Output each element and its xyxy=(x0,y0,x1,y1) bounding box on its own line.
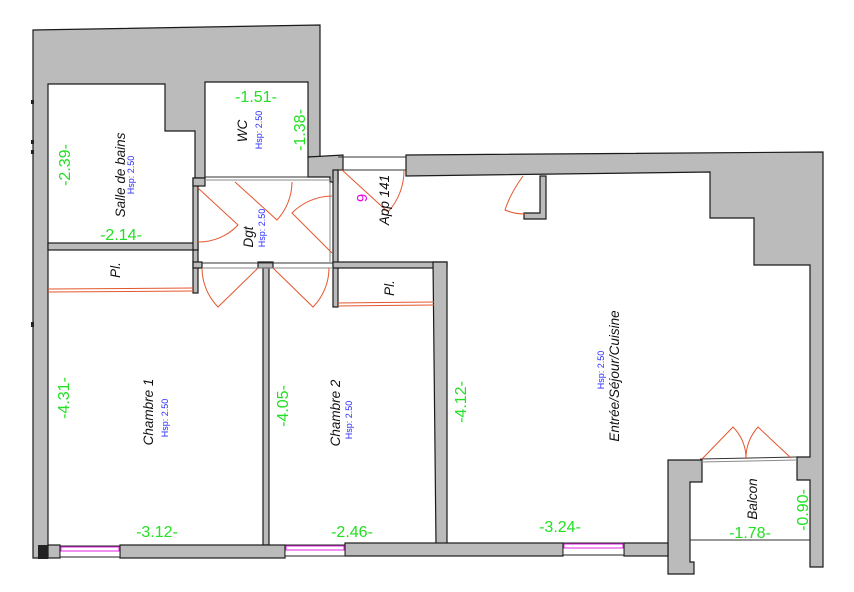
door-swing-wc xyxy=(234,181,293,221)
dimension-balcon-width: -1.78- xyxy=(729,525,771,542)
windows xyxy=(59,542,625,558)
wall-dgt-corner xyxy=(192,177,206,187)
tick-mark xyxy=(38,545,48,559)
room-name-sejour: Entrée/Séjour/Cuisine xyxy=(607,310,622,441)
wall-placard1-right xyxy=(192,249,199,294)
hsp-wc: Hsp: 2.50 xyxy=(254,111,264,150)
room-name-placard1: Pl. xyxy=(108,262,123,278)
window-chambre1 xyxy=(59,545,121,558)
dimension-balcon-depth: -0.90- xyxy=(795,489,812,531)
dimension-sdb-depth: -2.39- xyxy=(57,144,74,186)
wall-placard2-top xyxy=(332,261,448,269)
dimension-chambre2-depth: -4.05- xyxy=(275,385,292,427)
dimension-wc-width: -1.51- xyxy=(235,89,277,106)
wall-bottom-2 xyxy=(119,544,286,559)
apartment-marker: 9 xyxy=(354,194,371,202)
tick-mark xyxy=(31,140,34,144)
tick-mark xyxy=(31,100,34,104)
door-swing-app-entrance xyxy=(341,169,405,213)
door-swing-chambre2 xyxy=(272,267,330,308)
wall-chambre1-chambre2 xyxy=(262,267,270,546)
room-name-dgt: Dgt xyxy=(241,225,256,247)
placard1-rail xyxy=(47,287,194,290)
window-sejour xyxy=(562,542,625,556)
thresholds xyxy=(202,156,810,541)
hsp-chambre1: Hsp: 2.50 xyxy=(160,399,170,438)
threshold-balcon-inner xyxy=(699,459,798,463)
tick-mark xyxy=(31,150,34,154)
door-swing-chambre1 xyxy=(201,267,259,308)
room-name-chambre1: Chambre 1 xyxy=(141,379,156,446)
room-name-placard2: Pl. xyxy=(382,280,397,296)
wall-kitchen-stub xyxy=(523,175,547,220)
door-swing-balcon-right xyxy=(745,426,792,460)
wall-tick-marks xyxy=(31,100,48,559)
dimension-wc-depth: -1.38- xyxy=(292,109,309,151)
wall-sdb-placard xyxy=(47,242,199,251)
closet-rails xyxy=(47,287,435,307)
wall-dgt-left xyxy=(192,177,199,251)
hsp-sejour: Hsp: 2.50 xyxy=(596,351,606,390)
placard2-rail-inner xyxy=(337,304,435,307)
hsp-salle-de-bains: Hsp: 2.50 xyxy=(126,156,136,195)
placard1-rail-inner xyxy=(47,290,194,293)
dimension-sejour-depth: -4.12- xyxy=(453,381,470,423)
wall-balcon-left xyxy=(667,459,703,575)
wall-bottom-1 xyxy=(47,544,61,559)
doors xyxy=(197,169,792,460)
room-name-chambre2: Chambre 2 xyxy=(328,379,343,446)
door-swing-sdb xyxy=(197,187,239,243)
window-chambre2 xyxy=(284,544,346,557)
dimension-chambre1-width: -3.12- xyxy=(136,524,178,541)
tick-mark xyxy=(31,322,34,327)
wall-dgt-app xyxy=(332,169,339,308)
hsp-dgt: Hsp: 2.50 xyxy=(257,209,267,248)
dimension-labels: -1.51- -1.38- -2.39- -2.14- -4.31- -3.12… xyxy=(56,89,812,542)
dimension-chambre2-width: -2.46- xyxy=(331,524,373,541)
threshold-balcon xyxy=(699,456,798,460)
wall-chambre2-sejour xyxy=(432,261,448,546)
walls xyxy=(32,24,824,575)
room-name-wc: WC xyxy=(235,120,250,143)
wall-bottom-4 xyxy=(623,542,669,557)
apartment-label: App 141 xyxy=(377,175,392,226)
dimension-sejour-width: -3.24- xyxy=(539,519,581,536)
room-name-balcon: Balcon xyxy=(745,478,760,519)
placard2-rail xyxy=(337,301,435,304)
hsp-chambre2: Hsp: 2.50 xyxy=(344,401,354,440)
wall-bottom-3 xyxy=(344,542,564,557)
door-swing-dgt-app xyxy=(291,195,333,254)
dimension-chambre1-depth: -4.31- xyxy=(56,377,73,419)
room-name-salle-de-bains: Salle de bains xyxy=(113,132,128,217)
door-swing-kitchen xyxy=(504,175,526,215)
wall-dgt-bottom-left-stub xyxy=(192,261,203,269)
exterior-wall-top-right xyxy=(405,151,824,568)
room-labels: Salle de bains Hsp: 2.50 WC Hsp: 2.50 Dg… xyxy=(108,111,760,520)
dimension-sdb-width: -2.14- xyxy=(100,227,142,244)
